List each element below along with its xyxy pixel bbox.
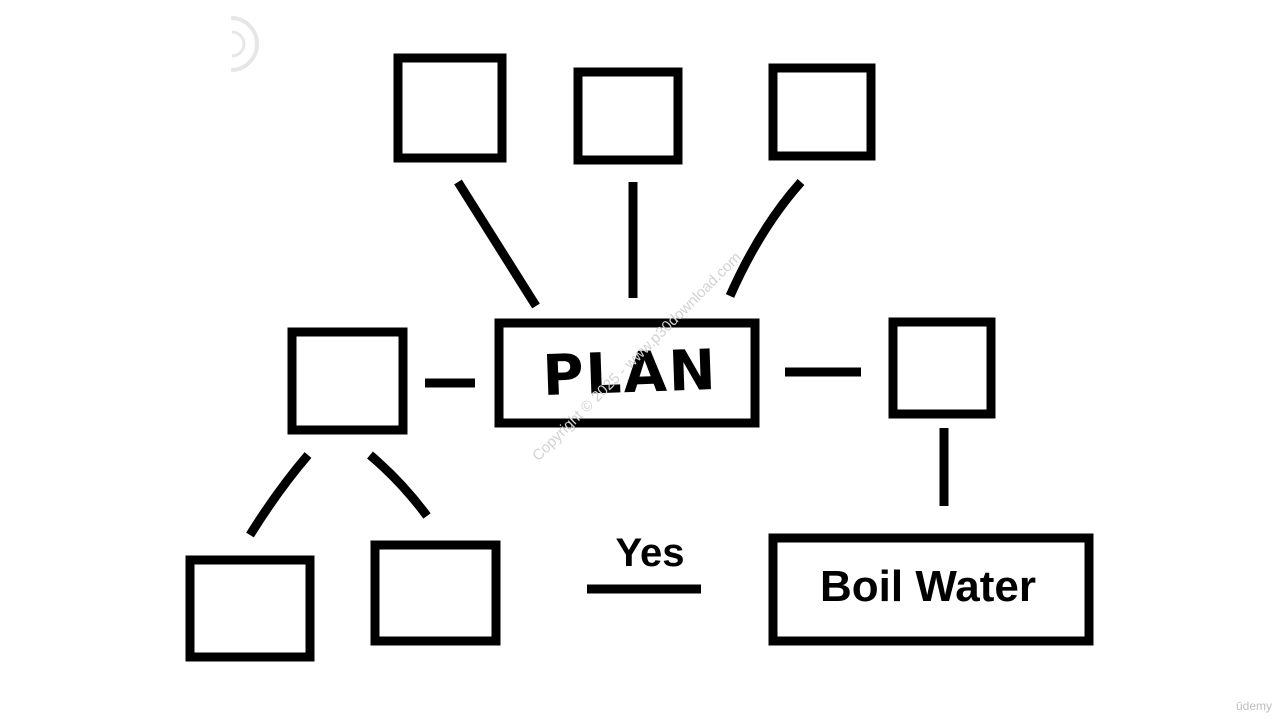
- top-center-box: [573, 67, 683, 165]
- mid-left-box: [287, 327, 408, 435]
- connector-top-right: [725, 179, 805, 298]
- brand-logo: ūdemy: [1236, 699, 1272, 713]
- mid-right-box: [888, 317, 996, 419]
- top-left-box: [393, 53, 507, 163]
- connector-top-left: [454, 179, 540, 309]
- boil-water-box: [768, 533, 1094, 646]
- plan-label: PLAN: [542, 338, 719, 409]
- plan-box: [494, 318, 760, 428]
- top-right-box: [768, 63, 876, 161]
- yes-label: Yes: [616, 531, 685, 575]
- logo-mark-icon: [230, 16, 259, 72]
- boil-water-label: Boil Water: [820, 562, 1036, 611]
- bottom-center-box: [370, 540, 501, 646]
- connector-left-child-2: [367, 451, 431, 519]
- bottom-left-box: [185, 555, 315, 662]
- connector-left-child-1: [246, 452, 312, 538]
